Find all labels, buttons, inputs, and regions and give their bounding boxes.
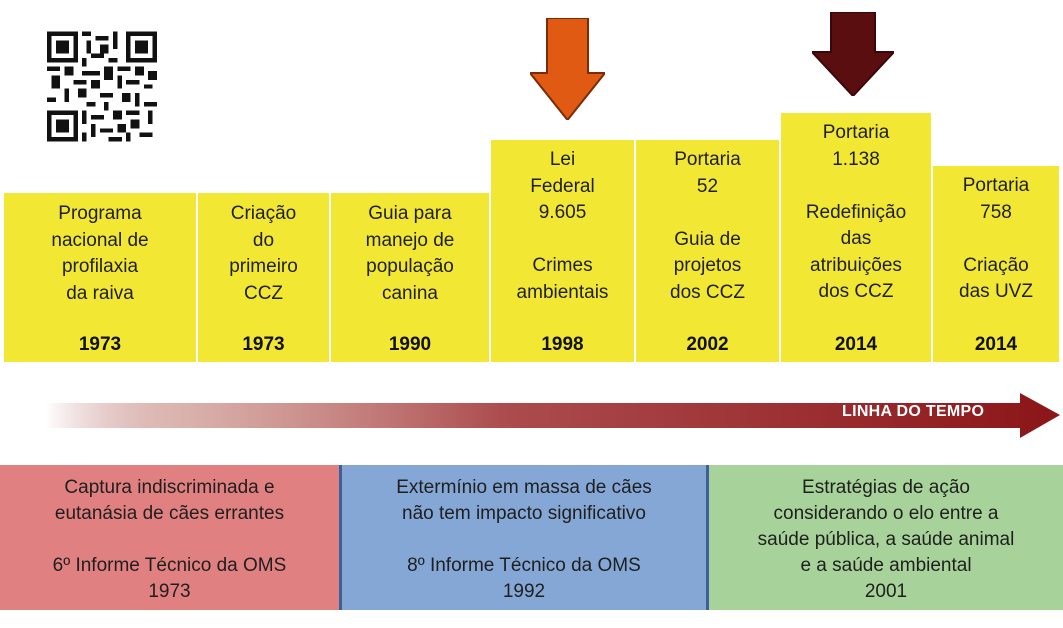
era-source: 8º Informe Técnico da OMS 1992 [407, 555, 641, 602]
milestone-year: 1990 [388, 334, 432, 355]
era-box: Extermínio em massa de cães não tem impa… [339, 465, 709, 610]
milestone-text: Criação do primeiro CCZ [229, 203, 298, 304]
era-box: Estratégias de ação considerando o elo e… [709, 465, 1063, 610]
timeline-arrow [45, 393, 1060, 438]
milestone-year: 1973 [78, 334, 122, 355]
milestone-box: Lei Federal 9.605 Crimes ambientais 1998 [491, 140, 636, 362]
milestone-text: Guia para manejo de população canina [365, 203, 455, 304]
qr-code-icon [47, 31, 157, 142]
era-source: 2001 [864, 581, 908, 602]
milestone-box: Criação do primeiro CCZ 1973 [198, 193, 331, 362]
timeline-label: LINHA DO TEMPO [842, 403, 985, 420]
milestone-text: Portaria 758 Criação das UVZ [959, 175, 1033, 302]
milestone-year: 1998 [541, 334, 584, 355]
era-box: Captura indiscriminada e eutanásia de cã… [0, 465, 339, 610]
milestone-text: Programa nacional de profilaxia da raiva [51, 203, 149, 304]
milestone-year: 2014 [974, 334, 1018, 355]
arrow-down-icon [530, 18, 605, 120]
milestone-box: Guia para manejo de população canina 199… [331, 193, 491, 362]
era-description: Estratégias de ação considerando o elo e… [757, 477, 1015, 576]
milestone-year: 2014 [834, 334, 878, 355]
milestone-box: Programa nacional de profilaxia da raiva… [4, 193, 198, 362]
milestone-year: 2002 [686, 334, 729, 355]
milestone-text: Portaria 1.138 Redefinição das atribuiçõ… [805, 122, 907, 302]
era-source: 6º Informe Técnico da OMS 1973 [52, 555, 287, 602]
milestone-box: Portaria 1.138 Redefinição das atribuiçõ… [781, 113, 933, 362]
milestone-text: Portaria 52 Guia de projetos dos CCZ [670, 149, 745, 303]
milestone-text: Lei Federal 9.605 Crimes ambientais [516, 149, 609, 303]
milestone-year: 1973 [242, 334, 285, 355]
milestone-box: Portaria 758 Criação das UVZ 2014 [933, 166, 1059, 362]
era-description: Captura indiscriminada e eutanásia de cã… [54, 477, 285, 524]
arrow-down-icon [812, 12, 894, 96]
era-description: Extermínio em massa de cães não tem impa… [396, 477, 652, 524]
milestone-box: Portaria 52 Guia de projetos dos CCZ 200… [636, 140, 781, 362]
